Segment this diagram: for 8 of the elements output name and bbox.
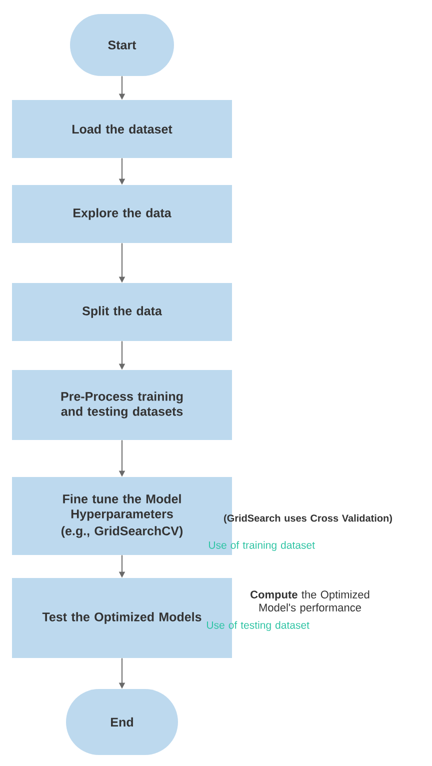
annotation-text: Compute the Optimized Model's performance: [250, 590, 370, 614]
process-box: Load the dataset: [12, 100, 232, 158]
usage-note: Use of testing dataset: [207, 621, 310, 631]
process-box: Pre-Process training and testing datasets: [12, 370, 232, 440]
annotation-text: (GridSearch uses Cross Validation): [224, 514, 392, 524]
usage-note: Use of training dataset: [209, 541, 315, 551]
process-box: Explore the data: [12, 185, 232, 243]
process-box: Split the data: [12, 283, 232, 341]
